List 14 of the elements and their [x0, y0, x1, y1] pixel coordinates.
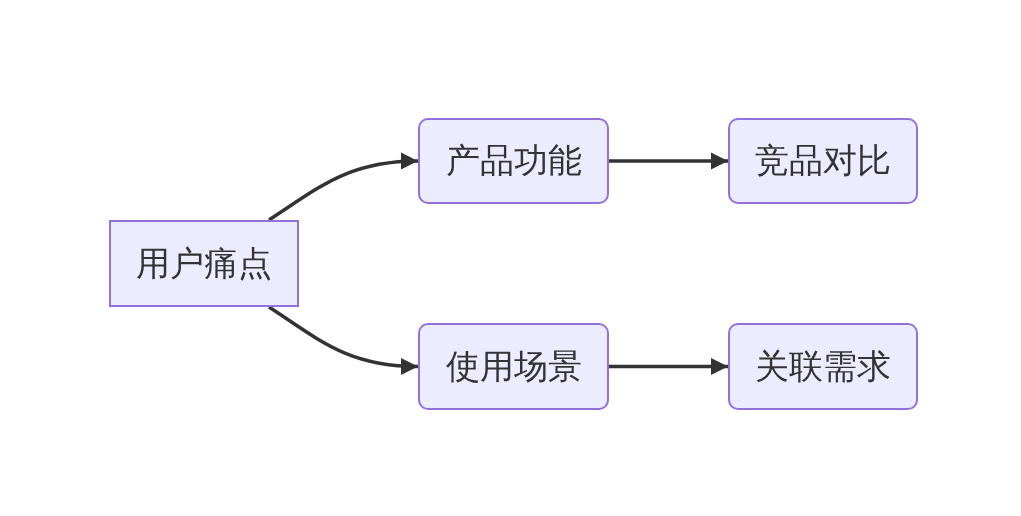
process-box: [418, 118, 609, 204]
arrow: [268, 152, 419, 222]
node-label: 竞品对比: [755, 139, 891, 182]
process-box: [728, 118, 918, 204]
node-label: 产品功能: [445, 139, 582, 182]
node-label: 使用场景: [445, 344, 582, 388]
process-box: [418, 323, 609, 410]
process-box: [728, 323, 918, 410]
arrow: [609, 357, 728, 376]
node-label: 关联需求: [755, 344, 891, 388]
node-label: 用户痛点: [136, 241, 272, 285]
arrow: [268, 305, 419, 375]
process-box: [109, 220, 299, 307]
arrow: [609, 152, 728, 170]
